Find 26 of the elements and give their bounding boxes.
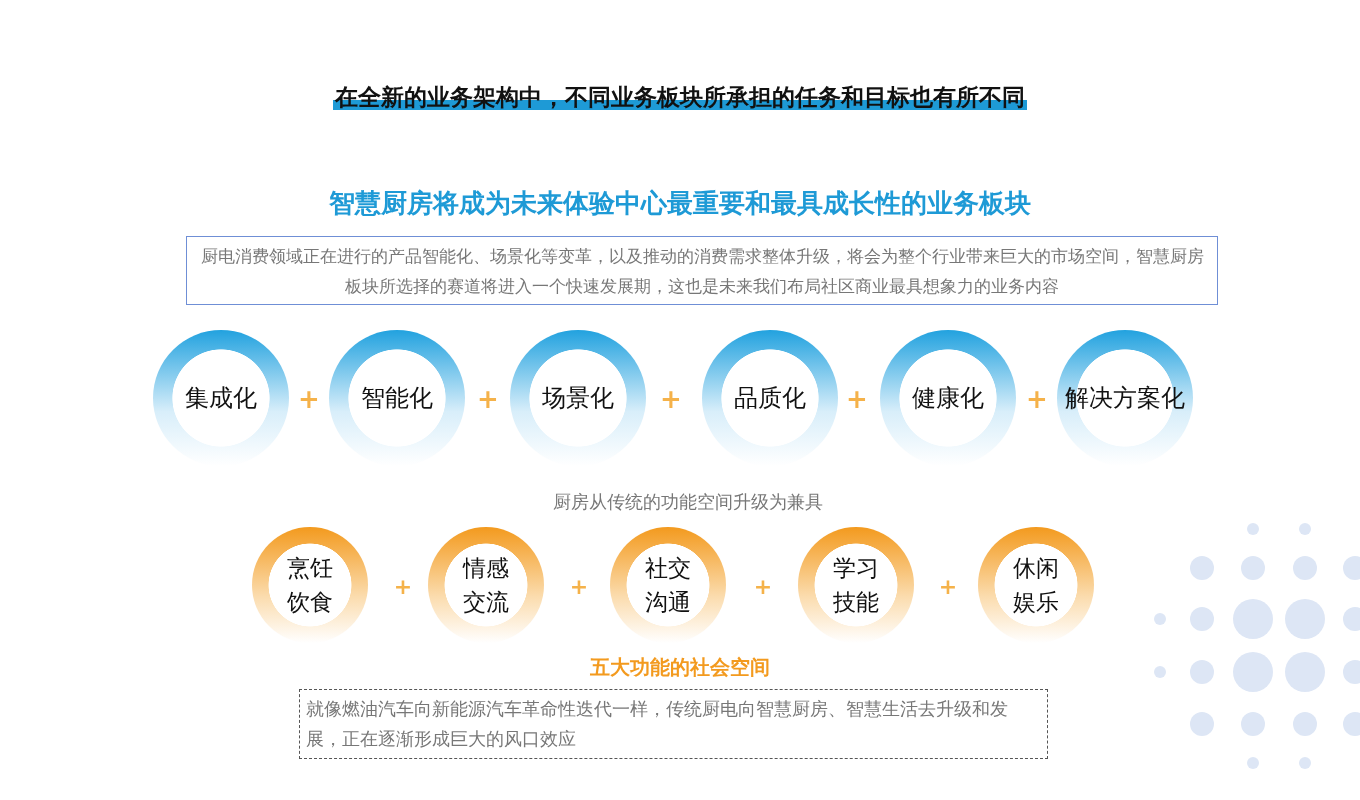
node-label: 场景化 [542, 383, 614, 414]
plus-sign: + [846, 384, 868, 414]
section-heading: 五大功能的社会空间 [590, 655, 770, 679]
caption-text: 厨房从传统的功能空间升级为兼具 [553, 491, 823, 512]
paragraph: 就像燃油汽车向新能源汽车革命性迭代一样，传统厨电向智慧厨房、智慧生活去升级和发展，正在逐渐形成巨大的风口效应 [306, 698, 1009, 751]
plus-sign: + [298, 384, 320, 414]
node-label: 学习技能 [832, 554, 880, 617]
node-label: 集成化 [185, 383, 257, 414]
plus-sign: + [660, 384, 682, 414]
node-label: 解决方案化 [1065, 383, 1185, 414]
description-box [186, 236, 1218, 305]
node-label: 烹饪饮食 [286, 554, 334, 617]
node-label: 品质化 [734, 383, 806, 414]
plus-sign: + [753, 574, 773, 599]
plus-sign: + [569, 574, 589, 599]
note-box [299, 689, 1048, 759]
node-label: 休闲娱乐 [1012, 554, 1060, 617]
plus-sign: + [938, 574, 958, 599]
node-label: 情感交流 [462, 554, 510, 617]
node-label: 智能化 [361, 383, 433, 414]
node-label: 健康化 [912, 383, 984, 414]
plus-sign: + [477, 384, 499, 414]
plus-sign: + [393, 574, 413, 599]
paragraph: 厨电消费领域正在进行的产品智能化、场景化等变革，以及推动的消费需求整体升级，将会为整个行业带来巨大的市场空间，智慧厨房板块所选择的赛道将进入一个快速发展期，这也是未来我们布局社区商业最具想象力的业务内容 [199, 244, 1205, 298]
node-label: 社交沟通 [644, 554, 692, 617]
plus-sign: + [1026, 384, 1048, 414]
